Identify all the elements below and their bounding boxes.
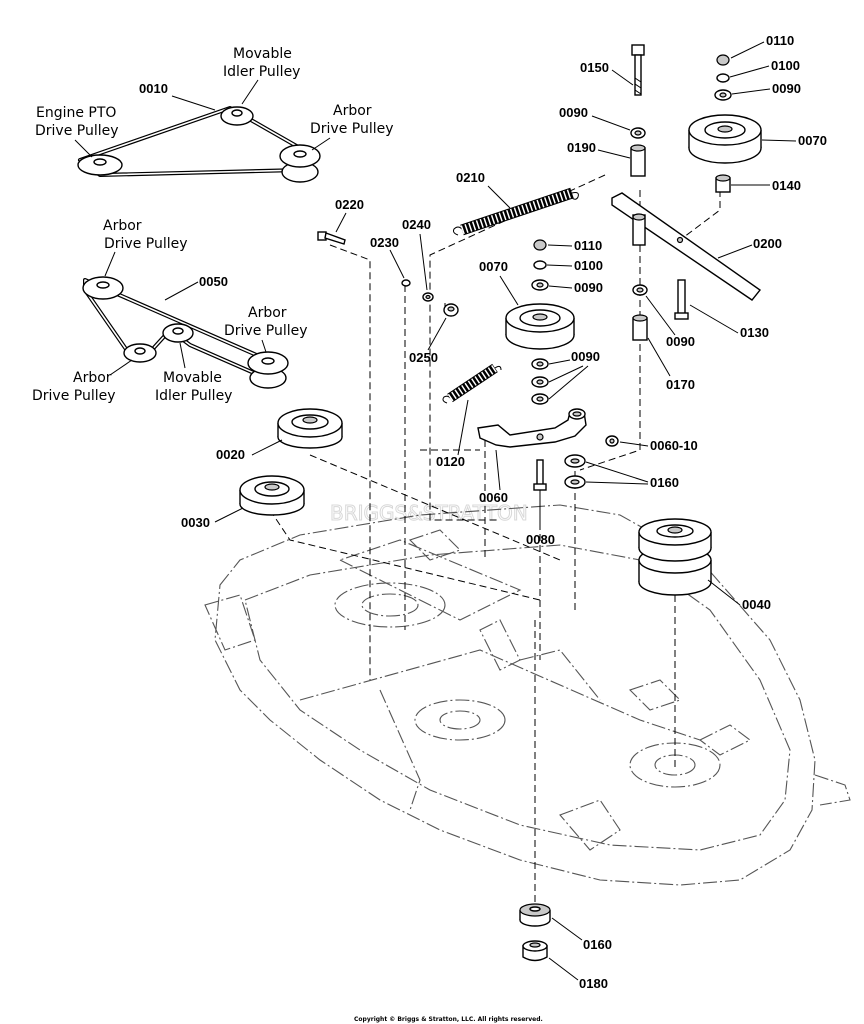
callout-0070-a: 0070	[798, 133, 827, 148]
belt-diagram-0050	[82, 276, 289, 389]
watermark-text: BRIGGS&STRATTON	[330, 501, 528, 525]
grease-fitting-0060-10	[605, 435, 619, 447]
bolt-0150	[631, 44, 645, 96]
callout-0090-b: 0090	[574, 280, 603, 295]
label-arbor-top-1: Arbor	[333, 103, 372, 119]
belt-diagram-0010	[77, 106, 321, 183]
spring-0210	[453, 187, 579, 236]
label-arbor-top-2: Drive Pulley	[310, 121, 394, 137]
callout-0220: 0220	[335, 197, 364, 212]
callout-0050: 0050	[199, 274, 228, 289]
callout-0140: 0140	[772, 178, 801, 193]
bolt-0080	[533, 459, 547, 491]
bolt-0220	[317, 231, 346, 245]
callout-0060-10: 0060-10	[650, 438, 698, 453]
callout-0160-b: 0160	[583, 937, 612, 952]
callout-0090-a: 0090	[559, 105, 588, 120]
washers-0160-upper	[564, 454, 586, 489]
callout-0180: 0180	[579, 976, 608, 991]
callout-0190: 0190	[567, 140, 596, 155]
callout-0240: 0240	[402, 217, 431, 232]
callout-0110-b: 0110	[574, 238, 602, 253]
assembly-lines	[269, 174, 721, 905]
callout-0250: 0250	[409, 350, 438, 365]
spring-0120	[442, 363, 502, 404]
label-arbor-bottom-right-2: Drive Pulley	[224, 323, 308, 339]
washer-0090-a	[630, 127, 646, 139]
pulley-0030	[239, 475, 305, 516]
label-arbor-bottom-top-1: Arbor	[103, 218, 142, 234]
callout-0170: 0170	[666, 377, 695, 392]
label-engine-pto-2: Drive Pulley	[35, 123, 119, 139]
label-arbor-bottom-top-2: Drive Pulley	[104, 236, 188, 252]
idler-stack-middle	[505, 239, 575, 405]
cap-0180	[522, 940, 548, 962]
callout-0080: 0080	[526, 532, 555, 547]
pulley-0040	[638, 518, 712, 596]
idler-stack-right	[688, 54, 762, 193]
callout-0150: 0150	[580, 60, 609, 75]
callout-0020: 0020	[216, 447, 245, 462]
label-movable-idler-bottom-2: Idler Pulley	[155, 388, 232, 404]
callout-0040: 0040	[742, 597, 771, 612]
label-arbor-bottom-left-1: Arbor	[73, 370, 112, 386]
callout-0060: 0060	[479, 490, 508, 505]
callout-0090-e: 0090	[772, 81, 801, 96]
label-movable-idler-top-2: Idler Pulley	[223, 64, 300, 80]
callout-0110-a: 0110	[766, 33, 794, 48]
callout-0100-b: 0100	[574, 258, 603, 273]
bolt-0130	[674, 279, 689, 320]
mower-deck	[204, 504, 851, 886]
bushing-0160-lower	[519, 903, 551, 927]
spacer-0190	[630, 144, 646, 177]
washer-0090-d	[632, 284, 648, 296]
idler-arm-0060	[477, 408, 587, 448]
label-movable-idler-bottom-1: Movable	[163, 370, 222, 386]
callout-0200: 0200	[753, 236, 782, 251]
spacer-0170	[632, 314, 648, 341]
callout-0010: 0010	[139, 81, 168, 96]
callout-0100-a: 0100	[771, 58, 800, 73]
label-movable-idler-top-1: Movable	[233, 46, 292, 62]
label-arbor-bottom-right-1: Arbor	[248, 305, 287, 321]
callout-0090-c: 0090	[571, 349, 600, 364]
label-arbor-bottom-left-2: Drive Pulley	[32, 388, 116, 404]
callout-0160-a: 0160	[650, 475, 679, 490]
callout-0030: 0030	[181, 515, 210, 530]
callout-0130: 0130	[740, 325, 769, 340]
callout-0090-d: 0090	[666, 334, 695, 349]
callout-0210: 0210	[456, 170, 485, 185]
label-engine-pto-1: Engine PTO	[36, 105, 116, 121]
arm-0200	[611, 192, 762, 301]
copyright-text: Copyright © Briggs & Stratton, LLC. All …	[354, 1016, 543, 1023]
pulley-0020	[277, 408, 343, 449]
callout-0120: 0120	[436, 454, 465, 469]
hardware-0230-0240-0250	[401, 279, 459, 317]
callout-0070-b: 0070	[479, 259, 508, 274]
callout-0230: 0230	[370, 235, 399, 250]
